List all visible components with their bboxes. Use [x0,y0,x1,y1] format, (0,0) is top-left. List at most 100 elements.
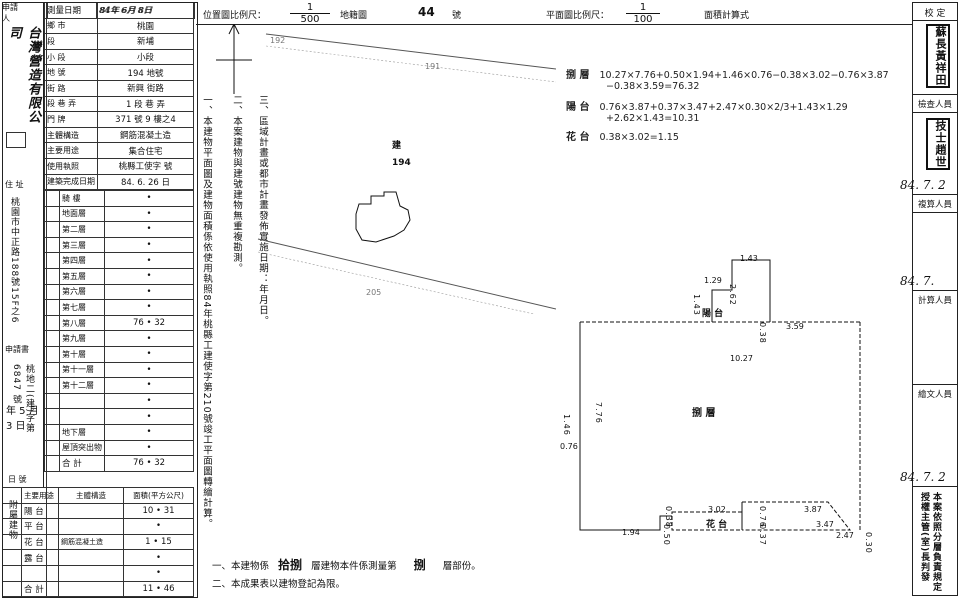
floor-total-value: 76 • 32 [104,455,194,472]
checker-label: 檢查人員 [917,100,952,110]
right-panel [912,2,958,596]
floor-row: 第四層• [44,252,194,269]
stamp-checker: 技士趙世 [926,118,950,170]
formula-balcony-text: 0.76×3.87+0.37×3.47+2.47×0.30×2/3+1.43×1… [599,102,848,113]
floor-row: 騎 樓• [44,190,194,207]
dim-262: 2.62 [728,284,737,306]
formula-balcony-label: 陽 台 [566,102,590,113]
applicant-label: 申請人 [2,3,18,23]
formula-floor8-label: 捌 層 [566,70,590,81]
property-row: 街 路新興 街路 [44,79,194,97]
dim-076: 0.76 [560,442,578,451]
annex-total-value: 11 • 46 [123,580,194,598]
building-footprint [355,191,411,243]
location-scale-den: 500 [290,13,330,25]
formula-floor8-text: 10.27×7.76+0.50×1.94+1.46×0.76−0.38×3.02… [599,70,889,81]
balcony-outline [711,259,771,322]
verify-label: 校 定 [924,9,946,19]
applicant-seal [6,132,26,148]
applicant-company: 台灣營造有限公司 [6,26,40,124]
dim-038a: 0.38 [758,322,767,344]
road-top-label: 191 [425,62,441,71]
dim-143-side: 1.43 [692,294,701,316]
dim-776: 7.76 [594,402,603,424]
footer-note-1-pre: 一、本建物係 [212,561,270,572]
dim-076b: 0.76 [758,506,767,528]
footer-note-1-val1: 拾捌 [278,558,303,572]
stamp-verify: 蘇長黃祥田 [926,24,950,88]
dim-038b: 0.38 [664,506,673,528]
floor-row: 第十二層• [44,377,194,394]
balcony-bottom-outline [742,501,852,531]
footer-note-1: 一、本建物係 拾捌 層建物本件係測量第 捌 層部份。 [212,556,481,573]
floor-row: 第二層• [44,221,194,238]
applicant-doc-text: 桃地二(建)字第 6847 號 [11,364,34,434]
floor-total-label: 合 計 [59,455,105,472]
plan-scale-den: 100 [626,13,660,25]
address-text: 桃園市中正路188號15F之6 [9,197,19,324]
applicant-doc-label: 申請書 [5,345,29,354]
formula-floor8-text2: −0.38×3.59=76.32 [606,81,700,92]
dim-347: 3.47 [816,520,834,529]
dim-143-top: 1.43 [740,254,758,263]
property-row: 小 段小段 [44,48,194,66]
header-bar [196,2,912,25]
footer-note-1-mid: 層建物本件係測量第 [311,561,397,572]
date-b: 84. 7. [900,274,935,288]
lot-label: 建 [392,141,402,151]
location-map [216,24,556,314]
property-row: 使用執照桃縣工使字 號 [44,157,194,175]
area-calc-label: 面積計算式 [704,11,750,21]
road-boundary-top [265,33,556,70]
dim-387: 3.87 [804,505,822,514]
floor-row: 第七層• [44,299,194,316]
lot-number: 194 [392,158,411,168]
dim-247: 2.47 [836,531,854,540]
dim-146: 1.46 [562,414,571,436]
plan-scale-fraction: 1 100 [626,2,660,25]
road-boundary-bottom [257,238,556,310]
calc-label: 計算人員 [917,296,952,306]
dim-1027: 10.27 [730,354,753,363]
road-boundary-top-2 [265,45,556,83]
draft-label: 繪文人員 [917,390,952,400]
plan-scale-label: 平面圖比例尺： [546,11,610,21]
north-arrow-head [228,24,240,35]
recheck-label: 複算人員 [917,200,952,210]
formula-floor8: 捌 層 10.27×7.76+0.50×1.94+1.46×0.76−0.38×3… [566,66,889,92]
map-number: 44 [418,5,435,19]
floor8-label: 捌 層 [692,408,716,419]
side-note: 本案依照分層負責規定授權主管(室)長判發 [919,492,941,592]
property-row-value: 84. 6. 26 日 [97,173,194,191]
dim-194: 1.94 [622,528,640,537]
land-map-label: 地籍圖 [340,11,368,21]
address-label: 住 址 [5,180,24,189]
note-3: 三、區域計畫或都市計畫發佈實施日期：年月日。 [257,95,268,326]
left-divider [43,2,44,487]
floor-row: 地下層• [44,423,194,441]
dim-129: 1.29 [704,276,722,285]
planter-label: 花 台 [706,520,728,530]
dim-037: 0.37 [758,524,767,546]
dim-030: 0.30 [864,532,873,554]
footer-note-1-val2: 捌 [413,558,426,572]
formula-balcony-text2: +2.62×1.43=10.31 [606,113,700,124]
date-a: 84. 7. 2 [900,178,946,192]
date-number-label: 日 號 [8,475,27,484]
map-number-suffix: 號 [452,11,462,21]
footer-note-2: 二、本成果表以建物登記為限。 [212,579,346,590]
formula-balcony: 陽 台 0.76×3.87+0.37×3.47+2.47×0.30×2/3+1.4… [566,98,848,124]
location-scale-fraction: 1 500 [290,2,330,25]
formula-planter-text: 0.38×3.02=1.15 [599,132,679,143]
date-c: 84. 7. 2 [900,470,946,484]
location-scale-label: 位置圖比例尺： [203,11,267,21]
annex-row: 平 台• [2,518,194,535]
